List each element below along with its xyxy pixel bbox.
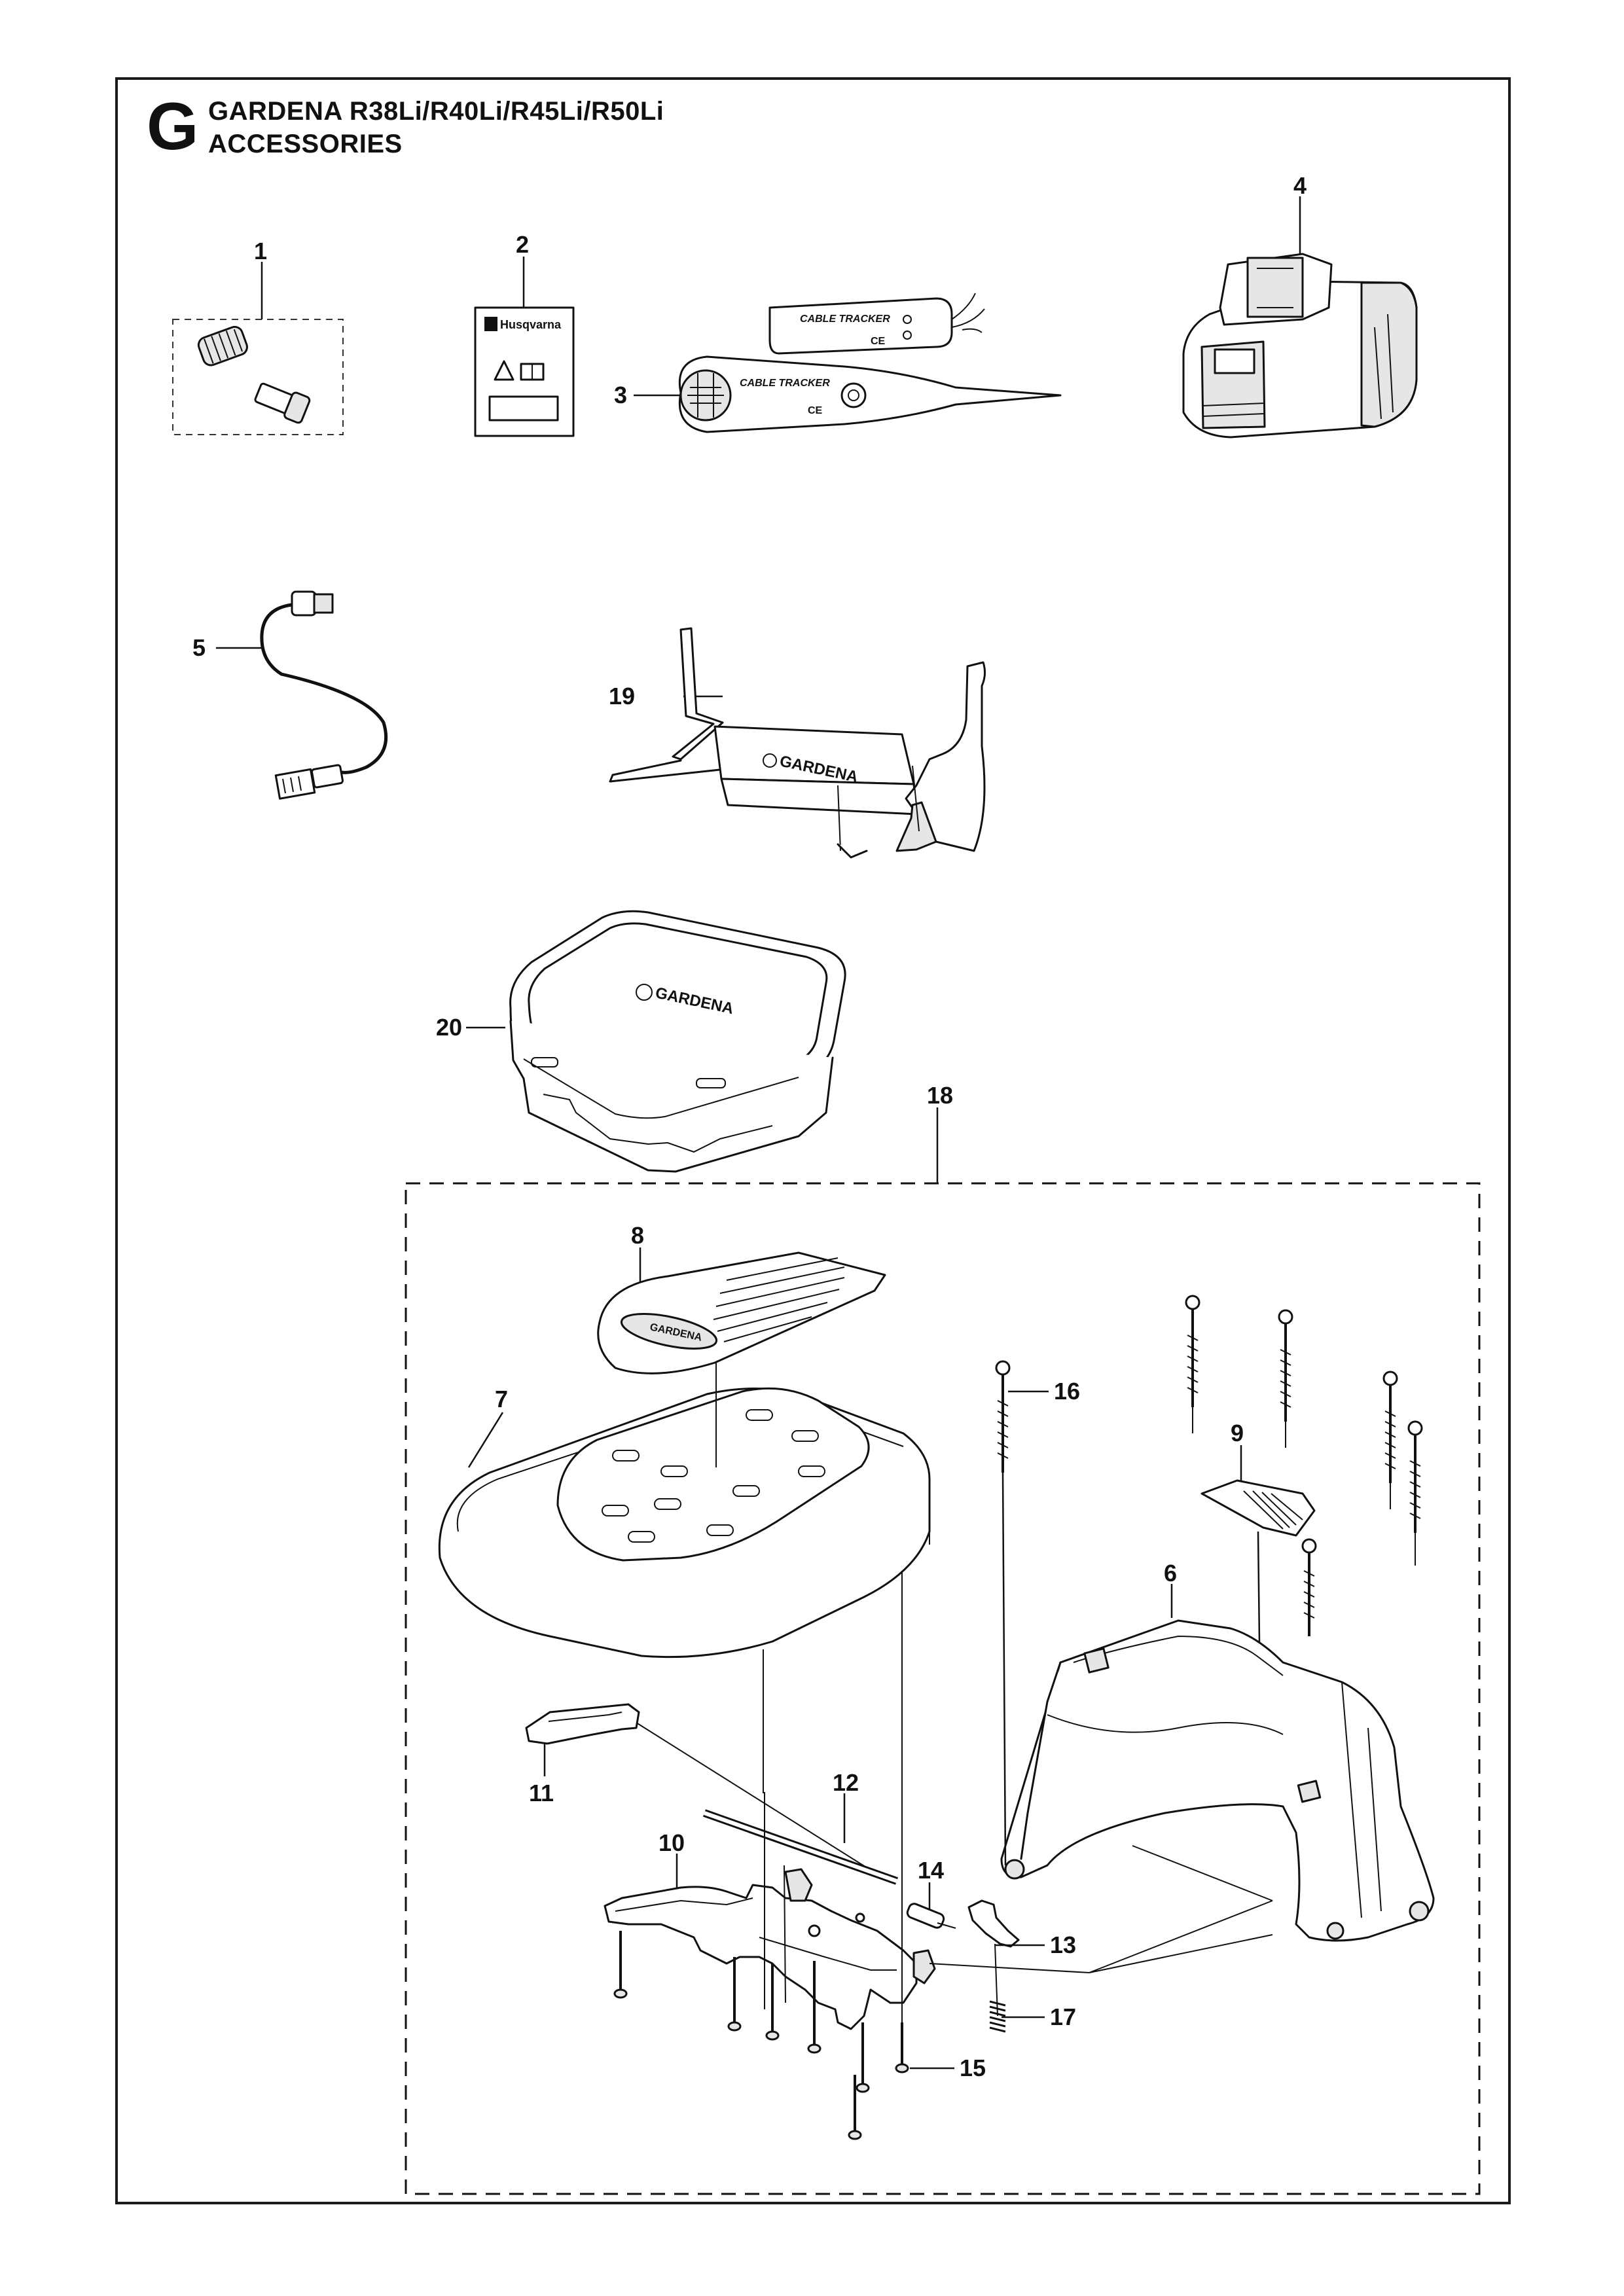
callout-17: 17 — [1050, 2003, 1076, 2030]
manual-brand-text: Husqvarna — [500, 318, 562, 331]
part-13-clip[interactable] — [967, 1899, 1045, 2017]
part-2-operator-manual[interactable] — [474, 257, 575, 437]
receiver-label: CABLE TRACKER — [800, 314, 890, 325]
callout-14: 14 — [918, 1857, 944, 1884]
part-17-spring[interactable] — [929, 1845, 1273, 2033]
part-9-roof-clip[interactable] — [1200, 1445, 1316, 1643]
callout-10: 10 — [659, 1829, 685, 1856]
callout-12: 12 — [833, 1769, 859, 1796]
section-subtitle: ACCESSORIES — [208, 130, 403, 158]
page-frame — [115, 77, 1511, 2204]
model-title: GARDENA R38Li/R40Li/R45Li/R50Li — [208, 97, 664, 126]
callout-2: 2 — [516, 231, 529, 258]
part-11-latch[interactable] — [525, 1703, 891, 1883]
part-4-battery-charger[interactable] — [1182, 196, 1418, 439]
part-1-screw-kit[interactable] — [172, 262, 344, 435]
callout-16: 16 — [1054, 1378, 1080, 1405]
part-16-ground-pegs[interactable] — [995, 1295, 1423, 1866]
part-7-roof[interactable] — [438, 1387, 931, 1659]
part-19-wall-hanger[interactable] — [609, 627, 986, 859]
part-15-screws[interactable] — [613, 1571, 954, 2140]
callout-9: 9 — [1231, 1420, 1244, 1446]
part-18-charging-station-roof-kit[interactable] — [405, 1107, 1481, 2195]
section-letter: G — [147, 89, 199, 164]
callout-11: 11 — [529, 1780, 554, 1806]
callout-5: 5 — [192, 634, 206, 661]
callout-18: 18 — [927, 1082, 953, 1109]
callout-1: 1 — [254, 238, 267, 264]
callout-8: 8 — [631, 1222, 644, 1249]
callout-13: 13 — [1050, 1931, 1076, 1958]
part-20-storage-case[interactable] — [466, 910, 846, 1173]
part-5-adapter-cable[interactable] — [216, 590, 388, 800]
callout-6: 6 — [1164, 1560, 1177, 1587]
part-10-front-frame[interactable] — [604, 1792, 936, 2030]
part-14-pin[interactable] — [906, 1882, 956, 1929]
part-3-cable-tracker[interactable] — [634, 293, 1062, 433]
receiver-ce: CE — [871, 336, 886, 347]
callout-15: 15 — [960, 2054, 986, 2081]
part-12-rod[interactable] — [702, 1793, 899, 1885]
callout-19: 19 — [609, 683, 635, 709]
callout-20: 20 — [436, 1014, 462, 1041]
transmitter-ce: CE — [808, 405, 823, 416]
callout-4: 4 — [1293, 172, 1307, 199]
part-8-roof-top-plate[interactable] — [597, 1247, 886, 1374]
callout-7: 7 — [495, 1386, 508, 1412]
part-6-garage-base[interactable] — [1000, 1584, 1435, 1942]
callout-3: 3 — [614, 382, 627, 408]
transmitter-label: CABLE TRACKER — [740, 378, 830, 389]
